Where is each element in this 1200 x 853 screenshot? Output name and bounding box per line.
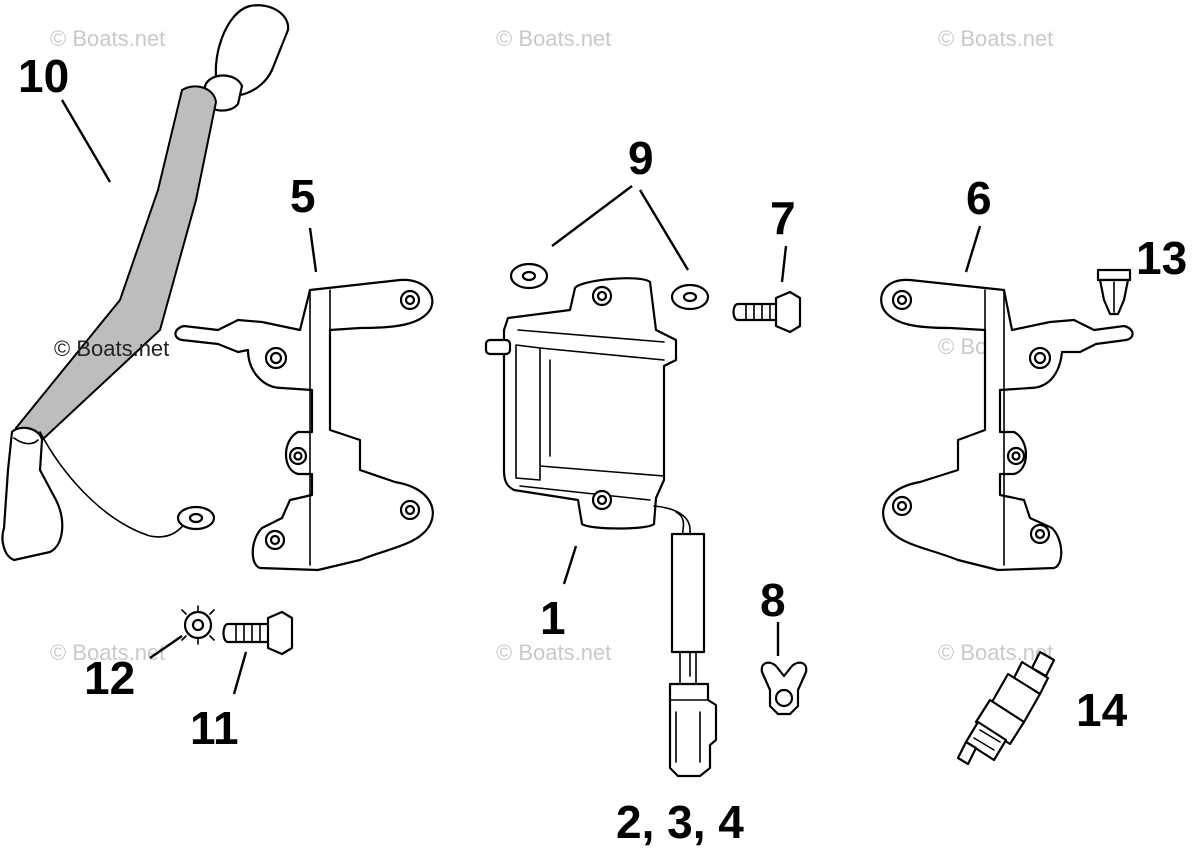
left-bracket-part: [174, 278, 434, 572]
leader-7: [780, 245, 788, 283]
leader-12: [149, 635, 183, 659]
callout-2-3-4: 2, 3, 4: [616, 796, 744, 848]
screw-11-part: [222, 610, 294, 656]
watermark-bottom-center: © Boats.net: [496, 640, 611, 665]
callout-6: 6: [966, 172, 992, 224]
washers-part: [509, 262, 710, 311]
watermark-bottom-left: © Boats.net: [50, 640, 165, 665]
clip-part: [760, 661, 808, 716]
leader-11: [232, 651, 248, 695]
callout-11: 11: [190, 702, 239, 754]
callout-7: 7: [770, 192, 796, 244]
callout-5: 5: [290, 170, 316, 222]
ignition-coil-part: [484, 277, 718, 778]
push-clip-part: [1096, 268, 1132, 316]
watermark-top-center: © Boats.net: [496, 26, 611, 51]
leader-10: [60, 99, 112, 183]
right-bracket-part: [880, 278, 1134, 572]
leader-5: [308, 227, 318, 273]
watermark-top-left: © Boats.net: [50, 26, 165, 51]
callout-13: 13: [1136, 232, 1187, 284]
callout-14: 14: [1076, 684, 1128, 736]
callout-12: 12: [84, 652, 135, 704]
leader-6: [964, 225, 982, 273]
callout-9: 9: [628, 132, 654, 184]
screw-7-part: [732, 290, 802, 334]
leader-9b: [638, 189, 690, 271]
leader-lines: [60, 99, 982, 695]
watermark-inline: © Boats.net: [54, 336, 169, 361]
lock-washer-part: [181, 605, 215, 645]
spark-plug-lead-part: [1, 4, 290, 562]
leader-1: [562, 545, 578, 585]
callout-labels: 10 5 9 7 6 13 1 8 14 12 11 2, 3, 4: [18, 50, 1187, 848]
watermark-bottom-right: © Boats.net: [938, 640, 1053, 665]
watermark-top-right: © Boats.net: [938, 26, 1053, 51]
callout-10: 10: [18, 50, 69, 102]
spark-plug-part: [956, 650, 1056, 766]
leader-9a: [551, 185, 633, 247]
callout-1: 1: [540, 592, 566, 644]
callout-8: 8: [760, 574, 786, 626]
